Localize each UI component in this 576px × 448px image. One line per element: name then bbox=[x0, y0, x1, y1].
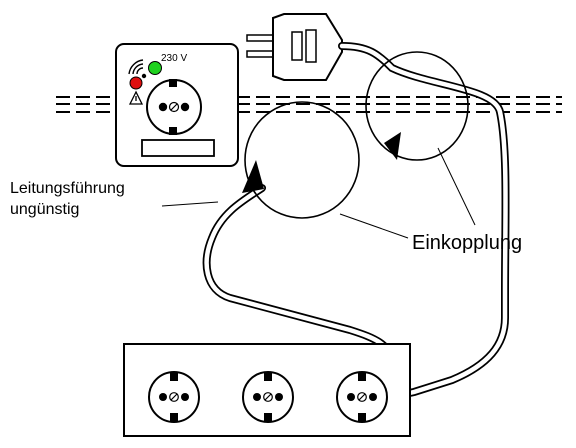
strip-socket bbox=[336, 371, 388, 423]
loop-arrow-right bbox=[384, 132, 401, 160]
status-led-red bbox=[129, 76, 143, 90]
routing-label-line2: ungünstig bbox=[10, 201, 79, 218]
warning-icon bbox=[128, 90, 144, 105]
tester-display bbox=[141, 139, 215, 157]
plug bbox=[246, 13, 343, 81]
coupling-loop-left bbox=[244, 101, 360, 219]
coupling-loop-right bbox=[365, 51, 469, 161]
strip-socket bbox=[242, 371, 294, 423]
routing-label-line1: Leitungsführung bbox=[10, 180, 125, 197]
tester-device: 230 V bbox=[115, 43, 239, 167]
tester-socket bbox=[146, 79, 202, 135]
pointer-lines bbox=[161, 147, 476, 239]
wireless-icon bbox=[128, 59, 147, 79]
voltage-label: 230 V bbox=[161, 53, 187, 64]
coupling-label: Einkopplung bbox=[412, 232, 522, 254]
strip-socket bbox=[148, 371, 200, 423]
cable bbox=[202, 42, 510, 397]
loop-arrow-left bbox=[242, 160, 264, 193]
status-led-green bbox=[148, 61, 162, 75]
power-strip-sockets bbox=[148, 371, 388, 423]
